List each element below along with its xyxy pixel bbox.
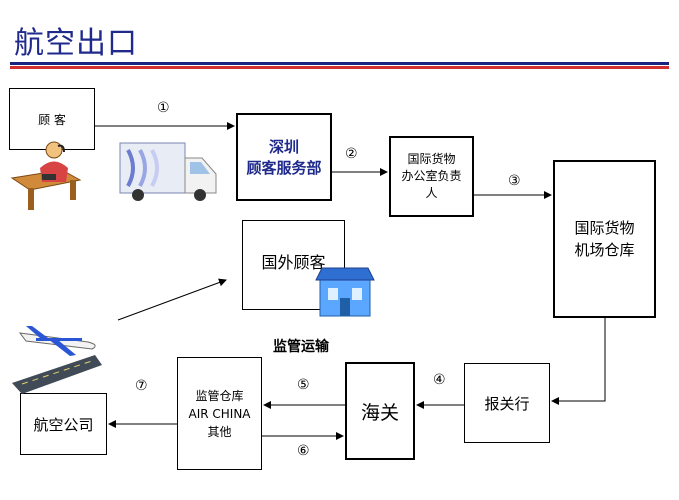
office-box: 国际货物 办公室负责 人 [389,136,474,217]
airline-label: 航空公司 [33,415,94,434]
airport-warehouse-box: 国际货物 机场仓库 [553,160,656,318]
customs-label: 海关 [360,401,399,424]
arrow-plane-to-foreign [117,278,227,321]
shenzhen-service-box: 深圳 顾客服务部 [236,113,332,201]
bonded-warehouse-label: 监管仓库 AIR CHINA 其他 [188,388,251,439]
title-rule-blue [10,62,669,65]
customer-label: 顾 客 [38,112,66,127]
title-rule-red [10,66,669,69]
airport-warehouse-label: 国际货物 机场仓库 [574,219,635,259]
step-2-label: ② [345,146,358,162]
customs-broker-box: 报关行 [464,363,550,443]
customs-box: 海关 [345,362,415,460]
page-title: 航空出口 [14,26,138,61]
airline-box: 航空公司 [20,393,107,455]
office-label: 国际货物 办公室负责 人 [401,152,462,200]
step-7-label: ⑦ [135,378,148,394]
supervised-transport-label: 监管运输 [273,339,329,355]
connectors [95,122,606,440]
step-4-label: ④ [433,372,446,388]
step-1-label: ① [157,100,170,116]
bonded-warehouse-box: 监管仓库 AIR CHINA 其他 [177,357,262,470]
arrow-warehouse-to-broker [551,318,606,405]
customer-box: 顾 客 [9,88,95,150]
shenzhen-service-label: 深圳 顾客服务部 [246,138,322,177]
delivery-truck-icon [119,142,217,201]
customer-phone-icon [10,141,82,210]
customs-broker-label: 报关行 [484,394,530,413]
airplane-icon [12,326,102,394]
foreign-customer-label: 国外顾客 [261,253,326,272]
step-3-label: ③ [508,173,521,189]
step-6-label: ⑥ [297,443,310,459]
shop-building-icon [315,267,375,317]
step-5-label: ⑤ [297,377,310,393]
